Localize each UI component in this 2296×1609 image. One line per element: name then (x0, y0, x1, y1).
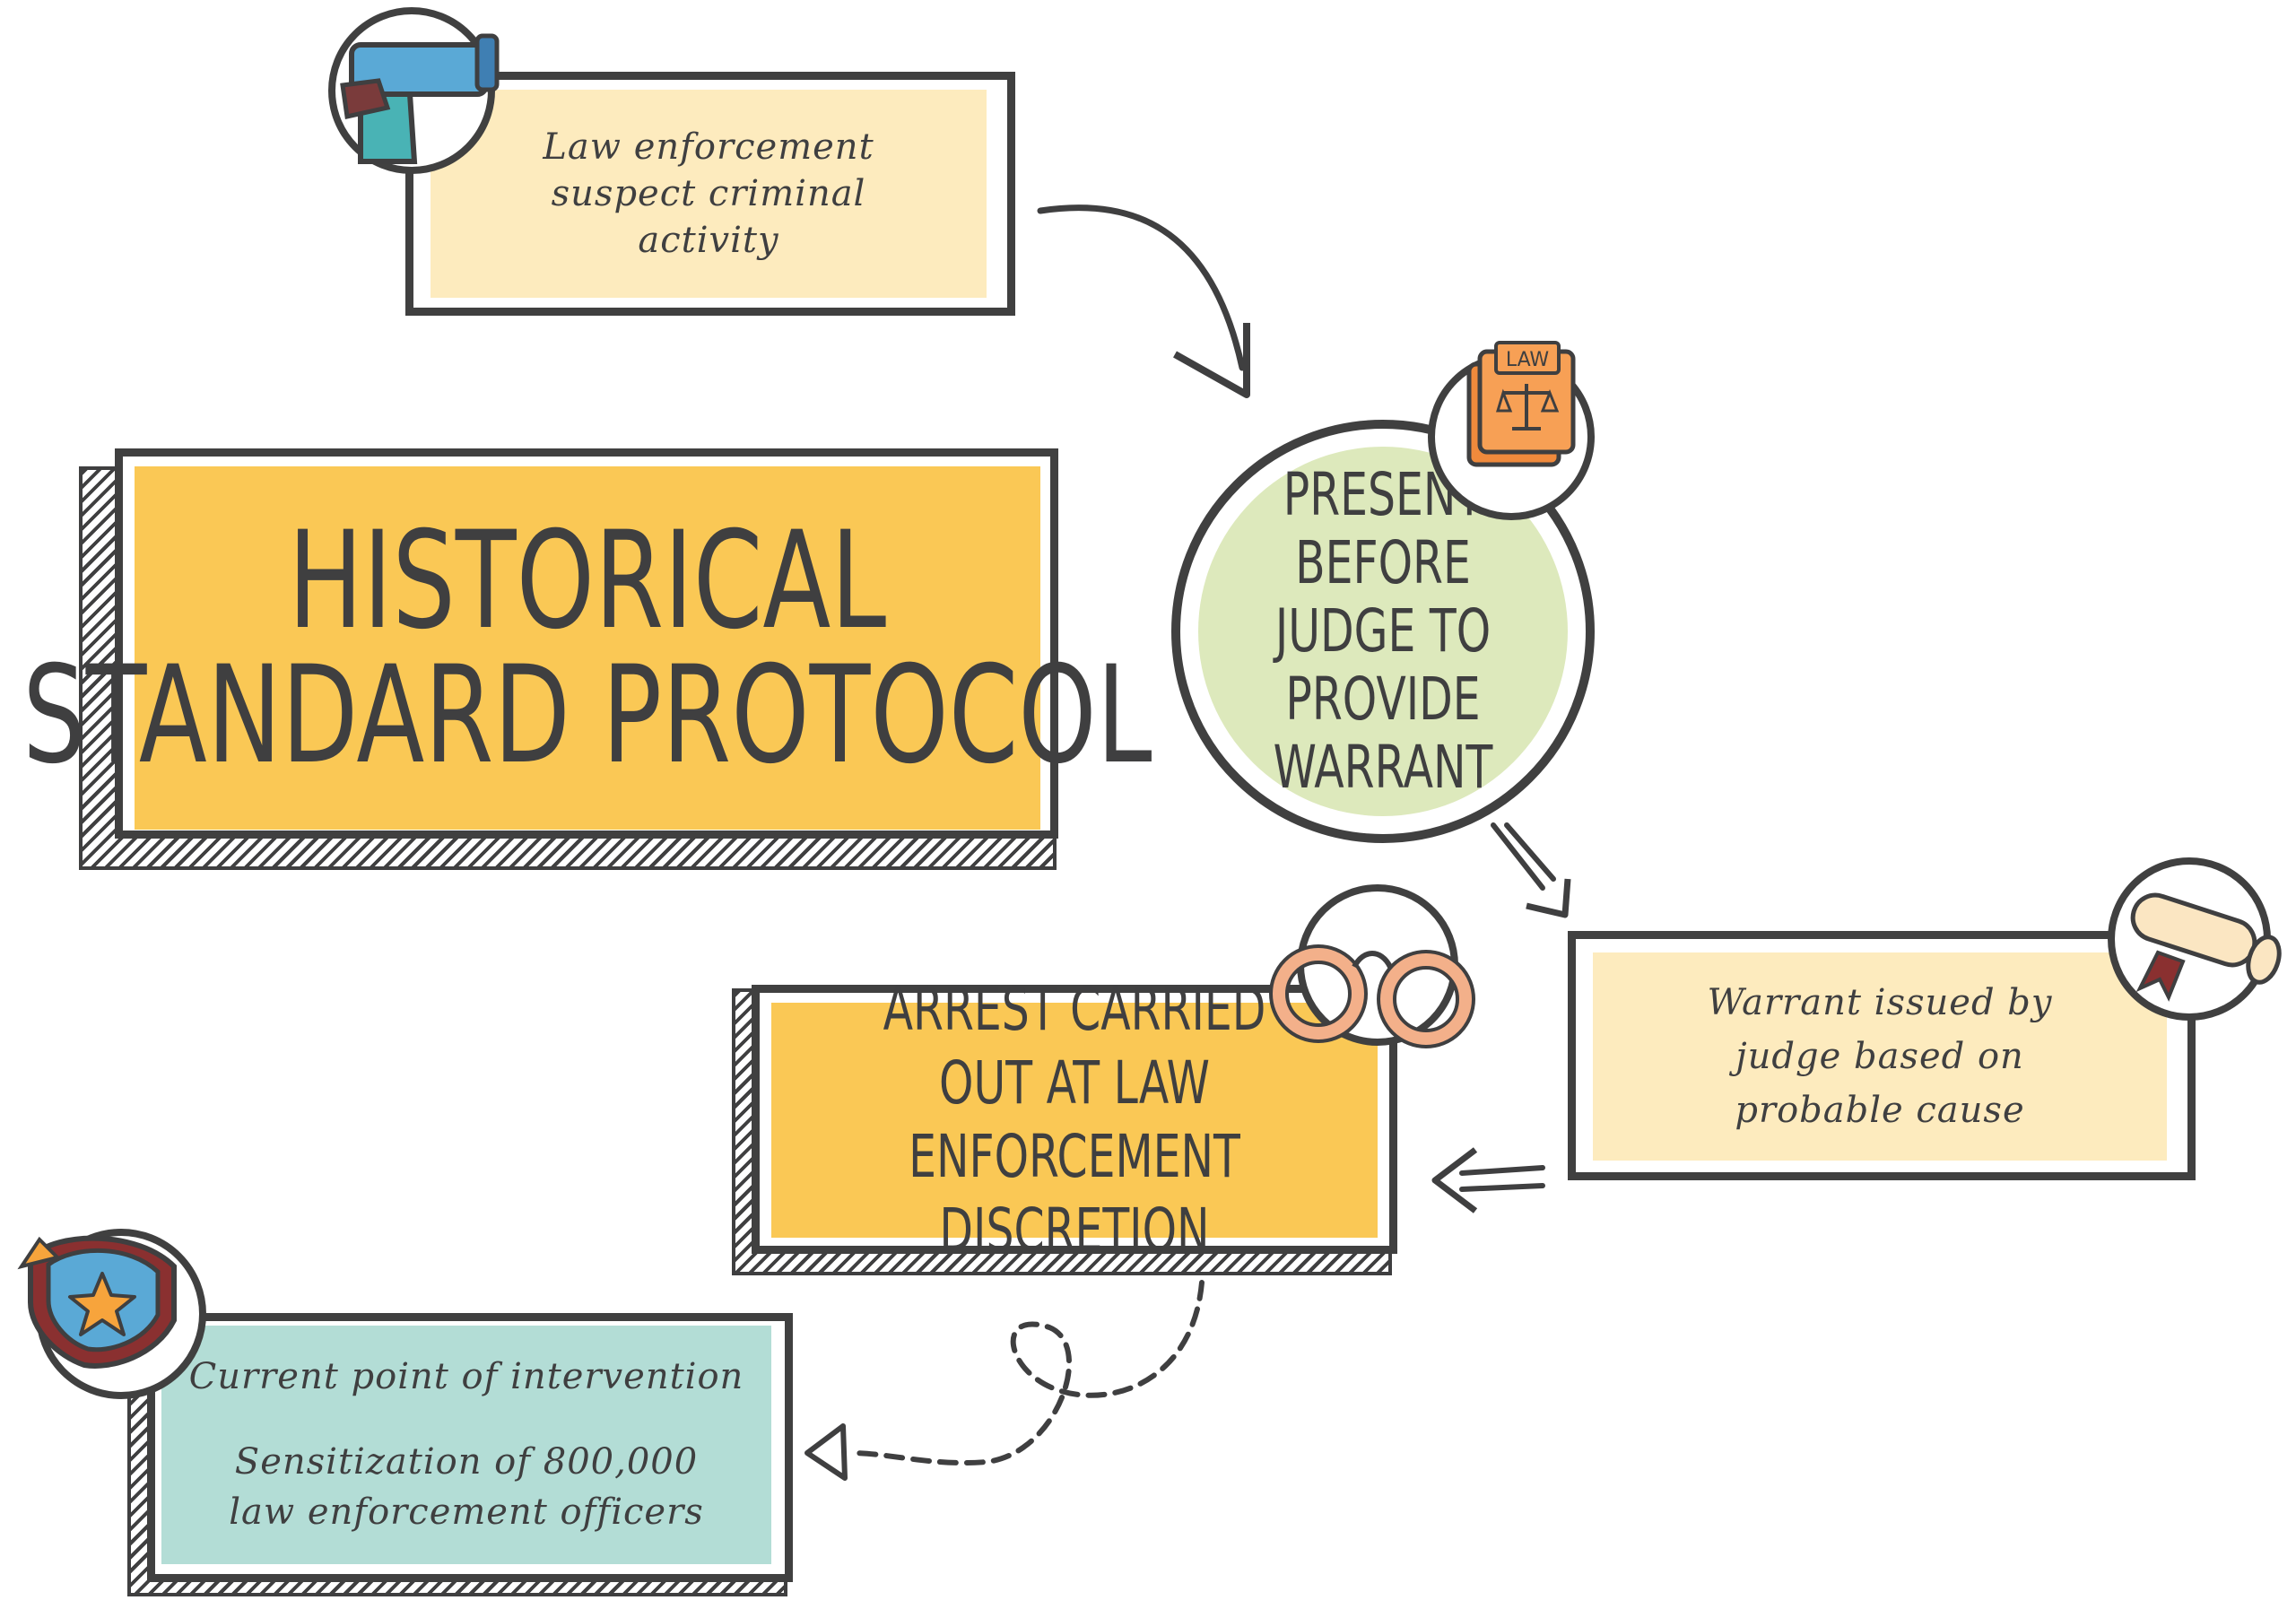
step-warrant-text: Warrant issued by judge based on probabl… (1707, 982, 2053, 1131)
flow-arrow-1 (1037, 204, 1250, 398)
step-warrant-panel: Warrant issued by judge based on probabl… (1593, 952, 2167, 1161)
handcuffs-icon (1269, 944, 1475, 1048)
step-suspect-panel: Law enforcement suspect criminal activit… (430, 90, 987, 298)
step-intervention-text: Sensitization of 800,000 law enforcement… (229, 1441, 704, 1533)
law-book-icon: LAW (1466, 341, 1576, 467)
police-badge-icon (17, 1235, 177, 1369)
flow-arrow-3 (1431, 1147, 1545, 1213)
flow-arrow-4 (804, 1280, 1205, 1481)
step-arrest-panel: ARREST CARRIED OUT AT LAW ENFORCEMENT DI… (771, 975, 1378, 1265)
gun-icon (340, 33, 500, 164)
law-book-label: LAW (1506, 349, 1550, 371)
step-intervention-panel: Current point of intervention Sensitizat… (161, 1326, 771, 1564)
step-arrest-text: ARREST CARRIED OUT AT LAW ENFORCEMENT DI… (883, 975, 1266, 1265)
step-intervention-heading: Current point of intervention (188, 1356, 744, 1397)
scroll-icon (2130, 892, 2282, 1002)
title-line-2: STANDARD PROTOCOL (22, 637, 1152, 794)
flow-arrow-2 (1491, 822, 1571, 918)
title-line-1: HISTORICAL (288, 502, 887, 659)
title-panel: HISTORICAL STANDARD PROTOCOL (22, 466, 1152, 830)
step-suspect-text: Law enforcement suspect criminal activit… (543, 126, 874, 261)
step-judge-text: PRESENT BEFORE JUDGE TO PROVIDE WARRANT (1273, 460, 1493, 802)
